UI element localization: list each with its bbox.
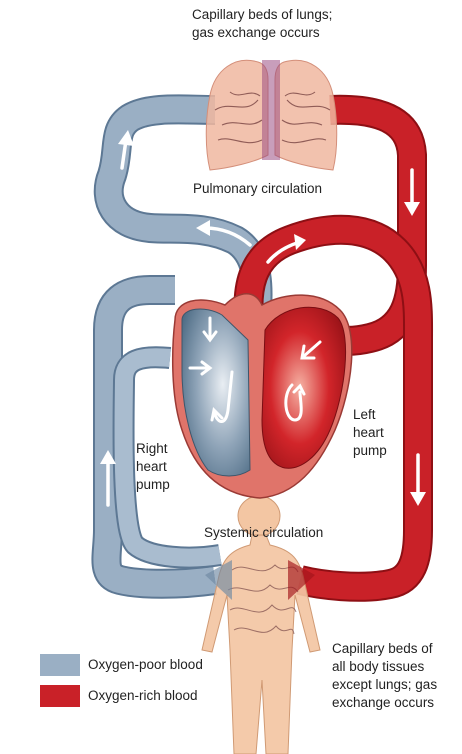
pulmonary-label: Pulmonary circulation bbox=[193, 181, 323, 196]
left-lung bbox=[205, 59, 269, 171]
right-atrium-ventricle bbox=[181, 308, 251, 477]
right-lung bbox=[274, 59, 338, 171]
body-caption: Capillary beds of all body tissues excep… bbox=[332, 641, 438, 710]
right-pump-label: Right heart pump bbox=[136, 441, 170, 492]
legend-label-oxygen-rich: Oxygen-rich blood bbox=[88, 688, 198, 703]
oxygen-poor-vessels bbox=[91, 94, 273, 599]
human-body bbox=[201, 495, 321, 754]
lungs bbox=[205, 59, 338, 171]
trachea bbox=[262, 60, 280, 160]
heart bbox=[171, 293, 353, 499]
body-capillary-right bbox=[288, 560, 315, 600]
left-pump-label: Left heart pump bbox=[353, 407, 387, 458]
lungs-caption: Capillary beds of lungs; gas exchange oc… bbox=[192, 7, 333, 40]
legend bbox=[40, 654, 80, 707]
flow-arrow-icon bbox=[188, 316, 322, 423]
flow-arrow-icon bbox=[100, 130, 426, 507]
legend-swatch-oxygen-poor bbox=[40, 654, 80, 676]
systemic-label: Systemic circulation bbox=[204, 525, 324, 540]
body-capillary-left bbox=[205, 560, 232, 600]
legend-label-oxygen-poor: Oxygen-poor blood bbox=[88, 657, 203, 672]
legend-swatch-oxygen-rich bbox=[40, 685, 80, 707]
left-atrium-ventricle bbox=[261, 306, 347, 469]
